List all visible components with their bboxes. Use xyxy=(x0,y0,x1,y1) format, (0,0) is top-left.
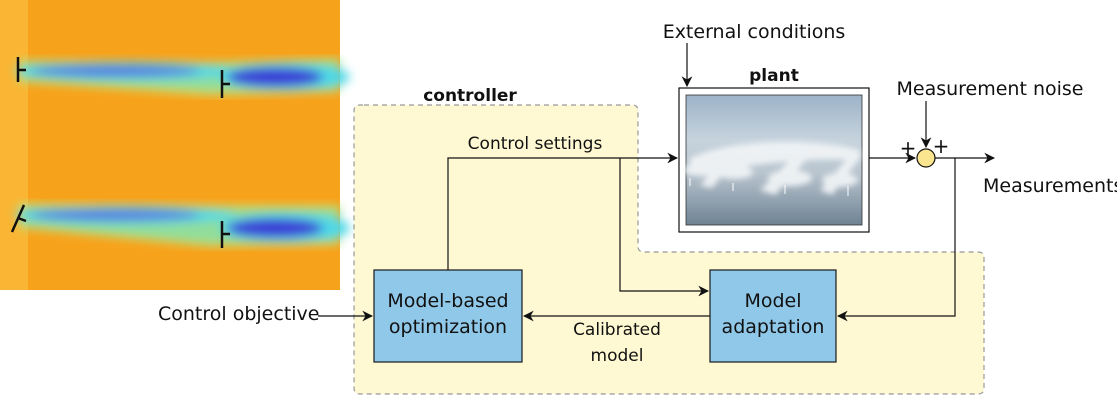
wake-flow-field-image xyxy=(0,0,350,290)
plant-wind-farm-photo xyxy=(678,87,870,233)
controller-label: controller xyxy=(423,86,517,106)
control-settings-label: Control settings xyxy=(468,134,603,154)
summing-junction-icon xyxy=(916,148,936,168)
settings-to-adaptation-arrow xyxy=(619,158,710,297)
model-adaptation-block xyxy=(709,269,837,363)
wind-turbine-icon xyxy=(16,57,26,82)
optimization-block-line2: optimization xyxy=(389,316,507,338)
control-objective-label: Control objective xyxy=(158,303,319,325)
measurements-label: Measurements xyxy=(983,175,1117,197)
calibrated-model-label-line1: Calibrated xyxy=(573,320,661,340)
plus-sign-right: + xyxy=(933,134,950,158)
wind-turbine-icon xyxy=(10,204,27,233)
measurement-feedback-arrow xyxy=(836,158,956,322)
adaptation-block-line2: adaptation xyxy=(722,316,825,338)
external-conditions-label: External conditions xyxy=(663,21,846,43)
wind-turbine-icon xyxy=(220,221,230,248)
plus-sign-left: + xyxy=(900,136,917,160)
adaptation-block-line1: Model xyxy=(744,290,801,312)
control-settings-arrow xyxy=(447,152,679,270)
measurement-noise-label: Measurement noise xyxy=(896,78,1083,100)
wind-turbine-icon xyxy=(220,70,230,98)
calibrated-model-label-line2: model xyxy=(591,346,644,366)
optimization-block-line1: Model-based xyxy=(387,290,508,312)
plant-label: plant xyxy=(749,66,799,86)
model-based-optimization-block xyxy=(373,269,523,363)
